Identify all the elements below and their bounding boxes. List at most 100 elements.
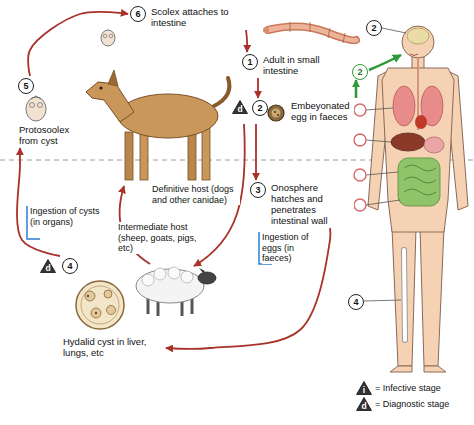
human-figure-part (424, 137, 444, 153)
hydatid-cyst-part (107, 306, 116, 315)
human-figure (368, 26, 468, 372)
adult-worm-part (263, 27, 269, 33)
dog-figure-part (140, 132, 148, 180)
stage-symbol-letter: i (363, 385, 365, 395)
sheep-figure-part (168, 267, 180, 279)
sheep-figure (136, 267, 216, 316)
transmission-arrows-part (369, 55, 401, 70)
callout-number: 4 (353, 295, 358, 309)
dog-figure-part (125, 132, 133, 180)
adult-worm-part (268, 26, 356, 40)
callout-circle: 4 (348, 294, 364, 310)
callout-number: 3 (250, 182, 266, 198)
protoscolex-figure (26, 96, 46, 121)
stage-text: Protosoolex from cyst (18, 124, 90, 146)
scolex-figure (101, 30, 115, 46)
stage-label: 2Embeyonated egg in faeces (250, 98, 356, 124)
legend-row: d = Diagnostic stage (356, 396, 449, 412)
stage-text: Hydalid cyst in liver, lungs, etc (62, 336, 164, 358)
human-figure-part (398, 158, 440, 206)
callout-number: 2 (357, 65, 362, 79)
sheep-figure-part (142, 274, 154, 286)
scolex-figure-part (109, 34, 113, 38)
human-figure-part (392, 228, 416, 366)
annotation-label: Ingestion of cysts (in organs) (30, 206, 100, 227)
egg-figure-part (272, 109, 281, 118)
human-figure-part (390, 366, 412, 372)
stage-label: 1Adult in small intestine (240, 52, 346, 78)
hydatid-cyst-part (85, 291, 95, 301)
human-figure-part (420, 228, 444, 366)
dog-figure-part (99, 86, 102, 89)
cycle-arrow (17, 148, 60, 256)
callout-number: 2 (371, 21, 376, 35)
callout-number: 4 (62, 258, 78, 274)
sheep-figure-part (181, 271, 193, 283)
legend: i= Infective stage d = Diagnostic stage (356, 380, 449, 412)
hydatid-cyst-part (87, 295, 89, 297)
human-figure-part (393, 86, 415, 126)
dog-figure-part (86, 82, 134, 122)
organ-callouts-part (354, 199, 366, 211)
triangle-shape (41, 260, 56, 273)
protoscolex-figure-part (31, 96, 41, 99)
sheep-figure-part (154, 268, 166, 280)
callout-circle: 2 (366, 20, 382, 36)
annotation-label: Intermediate host (sheep, goats, pigs, e… (118, 222, 202, 254)
stage-label: 4Hydalid cyst in liver, lungs, etc (60, 256, 166, 360)
adult-worm-part (268, 26, 356, 40)
legend-text: = Diagnostic stage (375, 399, 449, 410)
human-figure-part (391, 133, 425, 151)
triangle-shape (357, 382, 372, 395)
stage-text: Scolex attaches to intestine (150, 6, 244, 28)
callout-circle: 2 (352, 64, 368, 80)
cycle-arrow (255, 124, 257, 180)
callout-number: 6 (130, 6, 146, 22)
hydatid-cyst (76, 281, 124, 329)
dog-figure-part (108, 70, 118, 86)
annotation-label: Ingestion of eggs (in faeces) (262, 232, 312, 264)
organ-callouts-part (366, 172, 398, 175)
organ-callouts-part (364, 300, 401, 301)
egg-figure-part (277, 114, 279, 116)
stage-text: Adult in small intestine (262, 54, 344, 76)
stage-symbol-letter: d (361, 401, 366, 411)
callout-number: d (237, 104, 242, 114)
protoscolex-figure-part (30, 103, 35, 108)
label-brackets (27, 206, 272, 264)
cycle-arrow (355, 80, 358, 98)
protoscolex-figure-part (38, 103, 43, 108)
stage-label: 3Onosphere hatches and penetrates intest… (248, 180, 356, 228)
egg-figure-part (274, 111, 276, 113)
stage-label: 6Scolex attaches to intestine (128, 4, 246, 30)
scolex-figure-part (101, 30, 115, 46)
stage-text: Embeyonated egg in faeces (290, 100, 354, 122)
triangle-shape (233, 101, 248, 114)
human-figure-part (404, 165, 436, 195)
stage-label: 5Protosoolex from cyst (16, 76, 92, 148)
human-figure-part (410, 54, 418, 56)
egg-figure (268, 105, 284, 121)
organ-callouts-part (382, 28, 406, 33)
human-figure-part (404, 250, 405, 340)
sheep-figure-part (199, 268, 205, 273)
hydatid-cyst-part (76, 281, 124, 329)
human-figure-part (407, 28, 429, 44)
adult-worm (263, 22, 356, 43)
callout-number: d (45, 263, 50, 273)
adult-worm-part (290, 22, 291, 32)
dog-figure-part (188, 130, 196, 180)
organ-callouts-part (366, 140, 391, 142)
legend-row: i= Infective stage (356, 380, 449, 396)
human-figure-part (415, 115, 427, 129)
callout-number: 1 (242, 54, 258, 70)
cycle-arrow (246, 30, 247, 52)
organ-callouts-part (366, 200, 400, 205)
cycle-arrow (257, 78, 259, 98)
annotation-label: Definitive host (dogs and other canidae) (152, 184, 240, 205)
human-figure-part (424, 366, 446, 372)
diagnostic-triangle: d (232, 100, 248, 114)
scolex-figure-part (103, 34, 107, 38)
diagnostic-triangle: d (40, 259, 56, 273)
